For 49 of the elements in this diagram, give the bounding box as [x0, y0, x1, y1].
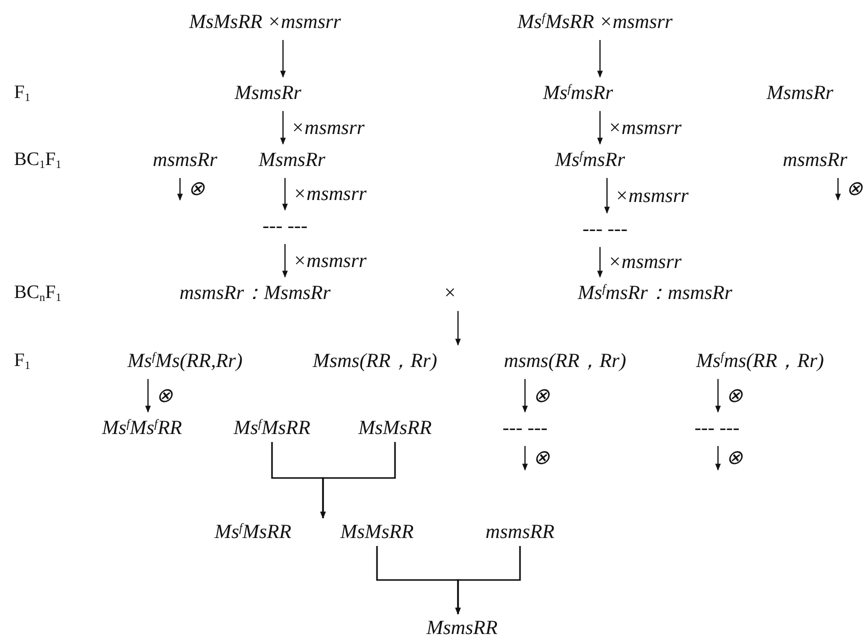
arrow [280, 40, 286, 78]
generation-label: BC$_{n}$F$_{1}$ [14, 281, 62, 305]
cross-symbol: × [444, 281, 456, 305]
genotype-text: MsmsRr [766, 81, 834, 105]
genotype-text: MsMsRR [358, 416, 432, 440]
genotype-text: Msms(RR，Rr) [312, 349, 438, 373]
genotype-text: msms(RR，Rr) [504, 349, 626, 373]
genotype-text: Ms$^{f}$MsRR [214, 520, 292, 544]
arrow [145, 379, 151, 413]
arrow [715, 379, 721, 413]
ellipsis-dashes: --- --- [582, 217, 628, 241]
arrow [597, 111, 603, 145]
arrow [597, 40, 603, 78]
arrow [282, 178, 288, 211]
generation-label: F$_{1}$ [14, 349, 30, 373]
arrow [455, 311, 461, 346]
arrow [604, 178, 610, 214]
arrow [177, 178, 183, 201]
generation-label: F$_{1}$ [14, 81, 30, 105]
genotype-text: MsmsRr [234, 81, 302, 105]
genotype-text: Ms$^{f}$msRr [542, 81, 614, 105]
arrow [835, 178, 841, 201]
genotype-text: MsmsRR [426, 616, 498, 640]
genotype-text: Ms$^{f}$msRr [554, 148, 626, 172]
ellipsis-dashes: --- --- [262, 214, 308, 238]
ellipsis-dashes: --- --- [502, 416, 548, 440]
arrow [522, 379, 528, 413]
genotype-text: MsMsRR [340, 520, 414, 544]
arrow [715, 446, 721, 471]
genotype-text: msmsRR [486, 520, 554, 544]
genotype-text: MsMsRR ×msmsrr [189, 10, 341, 34]
genotype-text: Ms$^{f}$MsRR [234, 416, 310, 440]
genotype-text: Ms$^{f}$Ms(RR,Rr) [128, 349, 242, 373]
genotype-text: msmsRr [782, 148, 848, 172]
arrow [522, 446, 528, 471]
genotype-text: Ms$^{f}$msRr：msmsRr [578, 281, 732, 305]
genotype-text: msmsRr [152, 148, 218, 172]
genotype-text: msmsRr：MsmsRr [179, 281, 331, 305]
arrow [280, 111, 286, 145]
ellipsis-dashes: --- --- [694, 416, 740, 440]
arrow [282, 244, 288, 278]
bracket-arrow [455, 546, 521, 615]
genotype-text: Ms$^{f}$ms(RR，Rr) [696, 349, 824, 373]
genotype-text: Ms$^{f}$MsRR ×msmsrr [517, 10, 673, 34]
arrow [597, 247, 603, 278]
genotype-text: MsmsRr [258, 148, 326, 172]
generation-label: BC$_{1}$F$_{1}$ [14, 148, 62, 172]
genotype-text: Ms$^{f}$Ms$^{f}$RR [102, 416, 182, 440]
bracket-arrow [320, 442, 396, 519]
